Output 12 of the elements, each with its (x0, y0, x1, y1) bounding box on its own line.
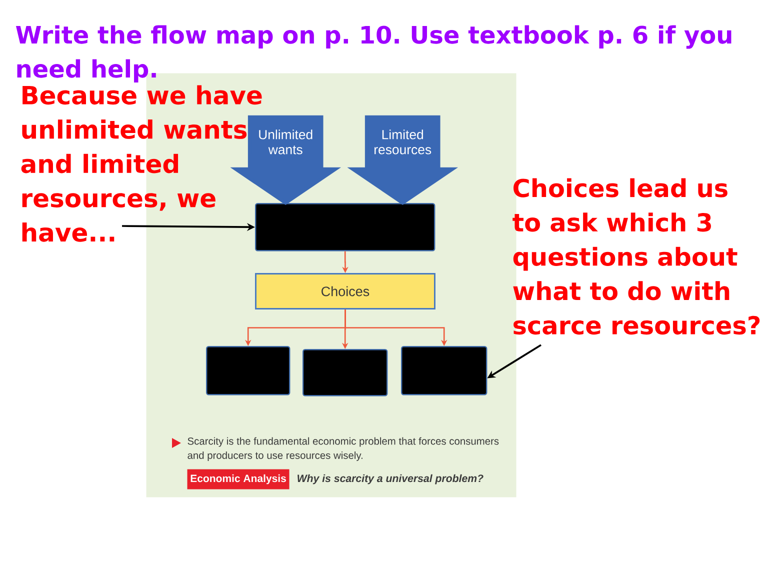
edge-label: Unlimited wants (252, 130, 320, 154)
answer-box (255, 203, 436, 252)
edge-label: Limited resources (368, 130, 437, 154)
answer-box (206, 346, 290, 396)
question-text: Why is scarcity a universal problem? (298, 474, 484, 484)
answer-box (401, 346, 488, 396)
annotation-text: Choices lead us to ask which 3 questions about what to do with scarce resources? (512, 178, 760, 335)
answer-box (302, 349, 388, 396)
section-badge: Economic Analysis (187, 469, 290, 490)
caption-text: Scarcity is the fundamental economic problem that forces consumers and producers to use resources wisely. (188, 437, 499, 461)
process-box: Choices (255, 273, 436, 310)
title: Write the flow map on p. 10. Use textbook p. 6 if you need help. (16, 25, 732, 82)
